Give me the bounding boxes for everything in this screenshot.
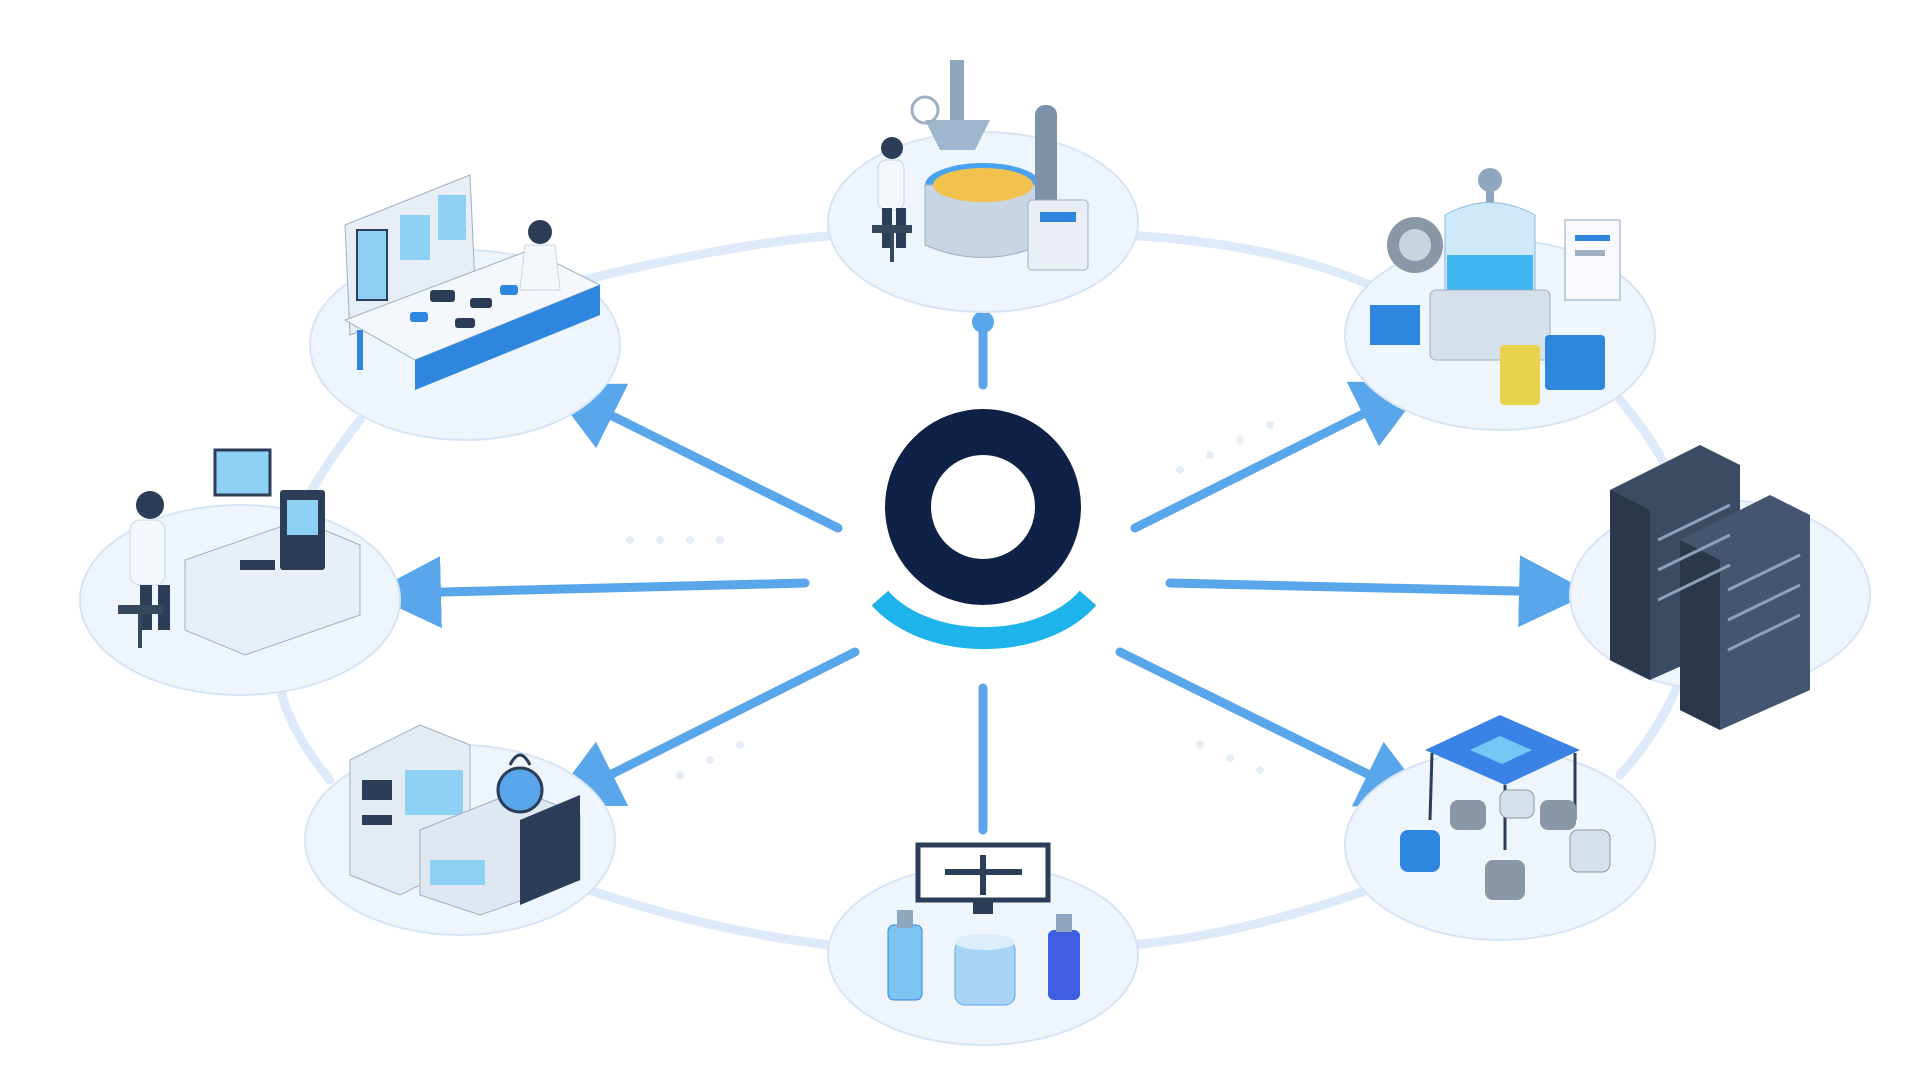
central-hub: [871, 409, 1097, 650]
sensor-network-icon: [1400, 715, 1611, 900]
spoke-left: [369, 556, 810, 629]
reactor-scientist-icon: [872, 60, 1089, 271]
spoke-top-left: [547, 383, 843, 533]
ring-link: [1120, 230, 1405, 305]
node-right-servers[interactable]: [1569, 445, 1871, 730]
spoke-top-right: [1130, 381, 1428, 533]
spoke-bottom-right: [1115, 647, 1433, 807]
lab-bench-icon: [343, 174, 602, 390]
bioreactor-icon: [1370, 168, 1621, 405]
node-bottom-left-analyzer[interactable]: [304, 724, 616, 936]
hub-spokes: [369, 311, 1591, 835]
spoke-right: [1165, 555, 1591, 628]
monitor-vials-icon: [887, 842, 1080, 1006]
spoke-top-terminal: [972, 311, 994, 333]
ring-link: [1125, 875, 1400, 950]
node-top-right-bioreactor[interactable]: [1344, 168, 1656, 431]
lab-analyzer-icon: [349, 724, 581, 916]
node-bottom-right-network[interactable]: [1344, 715, 1656, 941]
node-top-left-lab-bench[interactable]: [309, 174, 621, 441]
node-left-workstation[interactable]: [79, 448, 401, 696]
scientist-workstation-icon: [118, 448, 361, 656]
node-bottom-vials[interactable]: [827, 842, 1139, 1046]
ring-logo-icon: [885, 409, 1081, 605]
spoke-bottom-left: [547, 647, 860, 807]
node-top-reactor[interactable]: [827, 60, 1139, 313]
hub-arc: [871, 590, 1097, 650]
ring-link: [555, 875, 835, 950]
server-rack-icon: [1610, 445, 1810, 730]
